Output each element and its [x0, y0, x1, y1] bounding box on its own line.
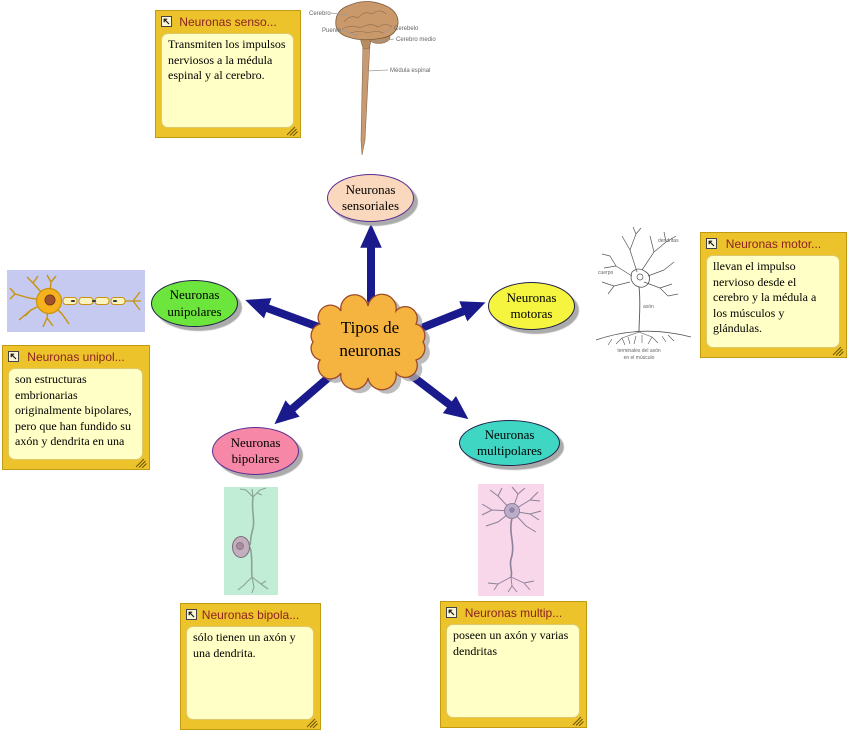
muscle-surface [595, 330, 692, 341]
multipolar-neuron-image[interactable] [478, 484, 544, 596]
axon-process [249, 546, 253, 578]
note-title: Neuronas bipola... [201, 608, 300, 622]
node-neuronas-multipolares[interactable]: Neuronas multipolares [459, 420, 560, 466]
axon-terminal [125, 291, 141, 311]
note-title: Neuronas unipol... [27, 350, 125, 364]
note-collapse-icon[interactable] [706, 238, 717, 249]
axon [638, 286, 641, 333]
axon-terminals [487, 576, 535, 593]
note-body-text: poseen un axón y varias dendritas [446, 624, 580, 718]
note-collapse-icon[interactable] [8, 351, 19, 362]
root-label-line1: Tipos de [340, 318, 400, 337]
label-medula-espinal: Médula espinal [390, 68, 430, 74]
node-label-line2: sensoriales [341, 198, 400, 213]
note-title: Neuronas motor... [725, 237, 822, 251]
nucleus [236, 542, 244, 550]
label-cerebro: Cerebro [309, 11, 331, 17]
axon-terminals [607, 331, 675, 346]
label-cerebelo: Cerebelo [394, 26, 419, 32]
spinal-cord [360, 41, 371, 156]
dendrite-branches [237, 487, 269, 594]
axon-myelin [62, 297, 126, 305]
node-label-line1: Neuronas [230, 434, 281, 450]
node-neuronas-bipolares[interactable]: Neuronas bipolares [212, 427, 299, 475]
nucleus [509, 507, 515, 513]
label-terminales-1: terminales del axón [617, 348, 661, 354]
brain-labels: Cerebro Puente Cerebelo Cerebro medio Mé… [309, 11, 436, 74]
nucleus [636, 273, 644, 281]
note-neuronas-motoras[interactable]: Neuronas motor... llevan el impulso nerv… [700, 232, 847, 358]
note-neuronas-bipolares[interactable]: Neuronas bipola... sólo tienen un axón y… [180, 603, 321, 730]
note-ellipsis: ... [69, 449, 82, 460]
nucleus [44, 294, 56, 306]
label-cuerpo: cuerpo [598, 270, 614, 276]
motor-neuron-image[interactable]: dendritas cuerpo axón terminales del axó… [592, 224, 696, 362]
label-dendritas: dendritas [658, 238, 679, 244]
root-label-line2: neuronas [339, 340, 401, 360]
dendrites [601, 226, 679, 297]
label-axon: axón [643, 304, 654, 310]
note-neuronas-multipolares[interactable]: Neuronas multip... poseen un axón y vari… [440, 601, 587, 728]
cell-body [630, 268, 650, 288]
brain-label-lines [330, 12, 395, 72]
node-label-line1: Neuronas [345, 181, 396, 197]
node-label-line2: unipolares [167, 303, 222, 319]
bipolar-neuron-image[interactable] [224, 487, 278, 595]
node-label-line2: bipolares [231, 451, 280, 466]
cloud-body [310, 293, 426, 391]
node-label-line1: Neuronas [169, 287, 220, 303]
node-neuronas-motoras[interactable]: Neuronas motoras [488, 282, 575, 330]
unipolar-neuron-image[interactable] [7, 270, 145, 332]
node-neuronas-sensoriales[interactable]: Neuronas sensoriales [327, 174, 414, 222]
node-neuronas-unipolares[interactable]: Neuronas unipolares [151, 280, 238, 327]
node-label-line1: Neuronas [506, 289, 557, 305]
arrow-to-motoras [417, 301, 486, 333]
arrow-to-unipolares [245, 298, 326, 333]
note-collapse-icon[interactable] [446, 607, 457, 618]
root-node-tipos-de-neuronas[interactable]: Tipos de neuronas [316, 317, 424, 363]
root-cloud-shape[interactable] [310, 293, 430, 394]
note-resize-handle[interactable] [135, 457, 147, 468]
node-label-line1: Neuronas [484, 426, 535, 442]
note-body-text: Transmiten los impulsos nerviosos a la m… [161, 33, 294, 128]
note-resize-handle[interactable] [832, 345, 844, 356]
note-title: Neuronas senso... [179, 15, 277, 29]
note-collapse-icon[interactable] [186, 609, 197, 620]
note-resize-handle[interactable] [306, 717, 318, 728]
label-terminales-2: en el músculo [624, 355, 655, 361]
note-body-text: sólo tienen un axón y una dendrita. [186, 626, 314, 720]
brain-spinal-cord-image[interactable]: Cerebro Puente Cerebelo Cerebro medio Mé… [300, 0, 444, 158]
dendrite-process [249, 496, 255, 546]
note-collapse-icon[interactable] [161, 16, 172, 27]
brain-texture [341, 10, 393, 34]
node-label-line2: motoras [510, 306, 553, 321]
label-puente: Puente [322, 28, 342, 34]
note-resize-handle[interactable] [286, 125, 298, 136]
note-title: Neuronas multip... [464, 606, 563, 620]
note-neuronas-sensoriales[interactable]: Neuronas senso... Transmiten los impulso… [155, 10, 301, 138]
note-resize-handle[interactable] [572, 715, 584, 726]
note-body-text: son estructuras embrionarias originalmen… [15, 372, 132, 449]
axon [509, 517, 514, 578]
motor-neuron-labels: dendritas cuerpo axón terminales del axó… [598, 238, 679, 361]
note-body-text: llevan el impulso nervioso desde el cere… [706, 255, 840, 348]
label-cerebro-medio: Cerebro medio [396, 37, 436, 43]
note-body: son estructuras embrionarias originalmen… [8, 368, 143, 460]
cerebrum [335, 1, 399, 41]
note-neuronas-unipolares[interactable]: Neuronas unipol... son estructuras embri… [2, 345, 150, 470]
node-label-line2: multipolares [477, 443, 542, 458]
